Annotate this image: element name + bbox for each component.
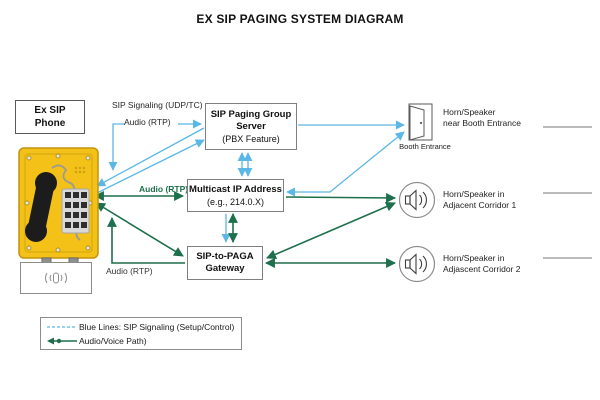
multicast-line1: Multicast IP Address — [189, 183, 282, 195]
horn-corridor1-line2: Adjacent Corridor 1 — [443, 200, 517, 210]
label-audio-rtp-bottom: Audio (RTP) — [106, 266, 153, 276]
phone-keypad — [61, 188, 90, 234]
audio-path-links — [94, 191, 396, 268]
legend-row-blue: Blue Lines: SIP Signaling (Setup/Control… — [45, 320, 237, 334]
label-horn-booth: Horn/Speaker near Booth Entrance — [443, 107, 521, 129]
horn-speaker-icon-corridor1 — [398, 181, 436, 219]
node-multicast-ip-address: Multicast IP Address (e.g., 214.0.X) — [187, 179, 284, 212]
sip-link-label-down-arrow — [108, 123, 125, 171]
server-line1: SIP Paging Group — [210, 108, 292, 120]
audio-link-gateway-corridor1-diagonal — [266, 201, 396, 260]
label-horn-corridor1: Horn/Speaker in Adjacent Corridor 1 — [443, 189, 516, 211]
sip-link-server-to-phone — [96, 127, 205, 187]
phone-screws — [24, 153, 93, 253]
phone-vent-dots — [74, 166, 86, 174]
node-sip-to-paga-gateway: SIP-to-PAGA Gateway — [187, 246, 263, 280]
sip-link-multicast-booth — [286, 131, 405, 197]
audio-link-gateway-to-phone-elbow — [107, 217, 185, 264]
multicast-line2: (e.g., 214.0.X) — [206, 196, 265, 207]
sip-signaling-links — [96, 119, 405, 243]
booth-door-icon — [408, 103, 433, 141]
phone-handset — [25, 172, 57, 242]
diagram-title: EX SIP PAGING SYSTEM DIAGRAM — [196, 12, 404, 26]
horn-corridor2-line2: Adjascent Corridor 2 — [443, 264, 521, 274]
horn-corridor1-line1: Horn/Speaker in — [443, 189, 505, 199]
gateway-line2: Gateway — [205, 263, 245, 274]
legend-row-green: Audio/Voice Path) — [45, 334, 237, 348]
sip-link-phone-to-server — [96, 139, 205, 194]
horn-booth-line1: Horn/Speaker — [443, 107, 496, 117]
server-line3: (PBX Feature) — [222, 133, 280, 144]
horn-booth-line2: near Booth Entrance — [443, 118, 521, 128]
leader-lines — [543, 126, 592, 259]
legend-box: Blue Lines: SIP Signaling (Setup/Control… — [40, 317, 242, 350]
gateway-line1: SIP-to-PAGA — [196, 251, 254, 262]
horn-speaker-icon-corridor2 — [398, 245, 436, 283]
node-sip-paging-group-server: SIP Paging Group Server (PBX Feature) — [205, 103, 297, 150]
legend-green-line-sample — [47, 337, 77, 345]
legend-blue-line-sample — [47, 326, 77, 328]
sound-waves-icon — [45, 272, 67, 284]
label-sip-signaling: SIP Signaling (UDP/TC) — [112, 100, 203, 110]
legend-green-label: Audio/Voice Path) — [79, 336, 147, 346]
phone-label-line2: Phone — [34, 118, 66, 129]
horn-corridor2-line1: Horn/Speaker in — [443, 253, 505, 263]
label-audio-rtp-top: Audio (RTP) — [124, 117, 171, 127]
audio-link-phone-gateway-diagonal — [95, 202, 184, 257]
legend-blue-label: Blue Lines: SIP Signaling (Setup/Control… — [79, 322, 235, 332]
audio-link-multicast-to-corridor1 — [285, 192, 396, 203]
label-audio-rtp-mid: Audio (RTP) — [139, 184, 189, 194]
phone-label-line1: Ex SIP — [34, 105, 66, 116]
label-horn-corridor2: Horn/Speaker in Adjascent Corridor 2 — [443, 253, 520, 275]
booth-entrance-caption: Booth Entrance — [399, 142, 451, 151]
node-ex-sip-phone-label: Ex SIP Phone — [15, 100, 85, 134]
node-sound-box — [20, 262, 92, 294]
server-line2: Server — [236, 120, 266, 132]
ex-sip-phone-image — [18, 147, 99, 272]
